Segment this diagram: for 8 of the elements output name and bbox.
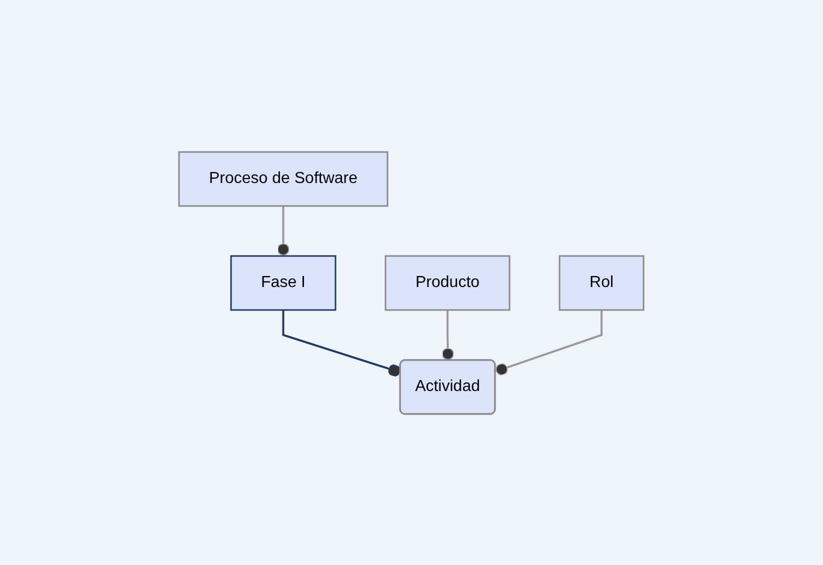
- connector: [277, 206, 290, 256]
- node-box: Producto: [384, 254, 511, 310]
- node-box: Fase I: [230, 254, 336, 310]
- connector: [495, 310, 603, 375]
- connector: [442, 310, 454, 360]
- node-box: Proceso de Software: [178, 150, 388, 206]
- node-box: Rol: [559, 254, 645, 310]
- connector: [282, 310, 402, 376]
